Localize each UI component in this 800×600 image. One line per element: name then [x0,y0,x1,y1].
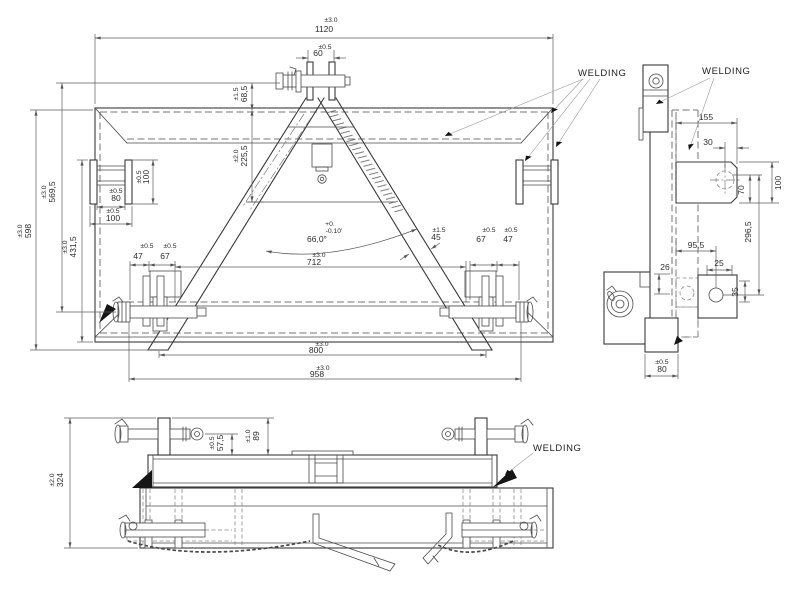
side-view: 155 30 70 100 296,5 95,5 26 25 [603,64,783,379]
bottom-upper-beam [147,450,498,488]
corner-diag-tr [520,107,554,144]
welding-annotation-bottom: WELDING [504,443,582,476]
dim-60-tol: ±0.5 [318,44,331,51]
dim-569_5-value: 569,5 [47,181,57,203]
dim-1120-value: 1120 [315,24,334,34]
bottom-lower-beam [126,487,554,549]
bottom-view: ±2.0 324 ±0.5 57,5 ±1.0 89 WELDING [49,417,582,572]
dim-100v-tol: ±0.5 [136,170,143,183]
dim-100h-value: 100 [106,213,120,223]
side-top-bracket [638,64,669,141]
dim-67R-value: 67 [476,234,486,244]
side-lower-bracket [644,274,738,353]
bottom-dimensions: ±2.0 324 ±0.5 57,5 ±1.0 89 [49,417,274,549]
dim-1120-tol: ±3.0 [324,17,337,24]
welding-label-side: WELDING [702,66,751,77]
dim-598-tol: ±3.0 [17,224,24,237]
dim-569_5-tol: ±3.0 [41,185,48,198]
dim-958-value: 958 [310,369,324,379]
chain [437,540,514,553]
dim-712-tol: ±3.0 [312,252,325,259]
lower-pin-left [99,270,207,332]
dim-225_5-tol: ±2.0 [233,149,240,162]
washer [317,174,327,184]
dim-67L-value: 67 [160,251,170,261]
linch-pin-clip [289,66,297,76]
side-gusset-plate [675,161,741,204]
bottom-left-pin-assembly [118,513,396,572]
welding-label-front: WELDING [578,68,627,79]
dim-68_5-tol: ±1.5 [233,87,240,100]
dim-68_5-value: 68,5 [239,85,249,102]
dim-57_5-value: 57,5 [215,434,225,451]
bottom-right-pin-assembly [422,512,542,565]
dim-89-value: 89 [251,431,261,441]
dim-324-tol: ±2.0 [49,473,56,486]
dim-800-tol: ±3.0 [315,341,328,348]
hitch-pin [129,305,198,319]
left-wall-bracket [89,159,133,205]
dim-431_5-value: 431,5 [68,236,78,258]
dim-80-tol: ±0.5 [109,188,122,195]
weld-mark [99,304,116,323]
handle [312,513,396,572]
bottom-top-pin-right [441,417,534,456]
dim-47L-value: 47 [133,251,143,261]
dim-57_5-tol: ±0.5 [209,436,216,449]
dim-45-value: 45 [431,232,441,242]
dim-80-value: 80 [111,193,121,203]
dim-80s-value: 80 [657,364,667,374]
dim-70-value: 70 [736,185,746,195]
dim-47R-value: 47 [503,234,513,244]
dim-958-tol: ±3.0 [316,365,329,372]
dim-100v-value: 100 [141,170,151,184]
linch-ring [526,301,534,323]
hitch-pin [448,305,517,319]
chain [127,540,311,553]
dim-25-value: 25 [714,258,724,268]
dim-67R-tol: ±0.5 [482,227,495,234]
dim-angle-tol-minus: -0.10' [326,228,343,235]
dim-47R-tol: ±0.5 [504,227,517,234]
dim-89-tol: ±1.0 [245,429,252,442]
welding-label-bottom: WELDING [533,443,582,454]
weld-mark-left [132,470,152,488]
weld-hatch [326,106,404,215]
welding-annotation-side: WELDING [655,66,751,151]
dim-431_5-tol: ±3.0 [62,240,69,253]
front-dimensions: ±3.0 1120 ±0.5 60 ±1.5 68,5 ±2.0 225,5 ±… [17,17,554,382]
side-lower-plate [603,271,651,345]
dim-67L-tol: ±0.5 [163,243,176,250]
right-wall-bracket [515,159,559,205]
dim-324-value: 324 [55,473,65,487]
dim-30-value: 30 [703,137,713,147]
mast-box [311,143,333,168]
dim-800-value: 800 [309,345,323,355]
dim-26-value: 26 [660,262,670,272]
dim-95_5-value: 95,5 [688,240,705,250]
welding-annotation-front: WELDING [444,68,627,162]
top-link-bracket [275,61,351,101]
dim-45-tol: ±1.5 [432,227,445,234]
handle [422,512,453,565]
dim-155-value: 155 [699,112,713,122]
dim-296_5-value: 296,5 [743,221,753,243]
dim-angle-value: 66,0° [307,234,327,244]
dim-100-value: 100 [773,176,783,190]
corner-diag-tl [94,107,128,144]
lower-pin-right [439,270,538,332]
side-dimensions: 155 30 70 100 296,5 95,5 26 25 [644,112,783,379]
dim-60-value: 60 [313,48,323,58]
dim-100h-tol: ±0.5 [106,208,119,215]
dim-598-value: 598 [23,224,33,238]
dim-47L-tol: ±0.5 [140,243,153,250]
dim-712-value: 712 [307,257,321,267]
front-view: ±3.0 1120 ±0.5 60 ±1.5 68,5 ±2.0 225,5 ±… [17,17,627,382]
bottom-top-pin-left [114,417,204,456]
dim-angle-tol-plus: +0. [325,221,335,228]
dim-80s-tol: ±0.5 [655,359,668,366]
dim-225_5-value: 225,5 [239,145,249,167]
dim-35-value: 35 [730,287,740,297]
